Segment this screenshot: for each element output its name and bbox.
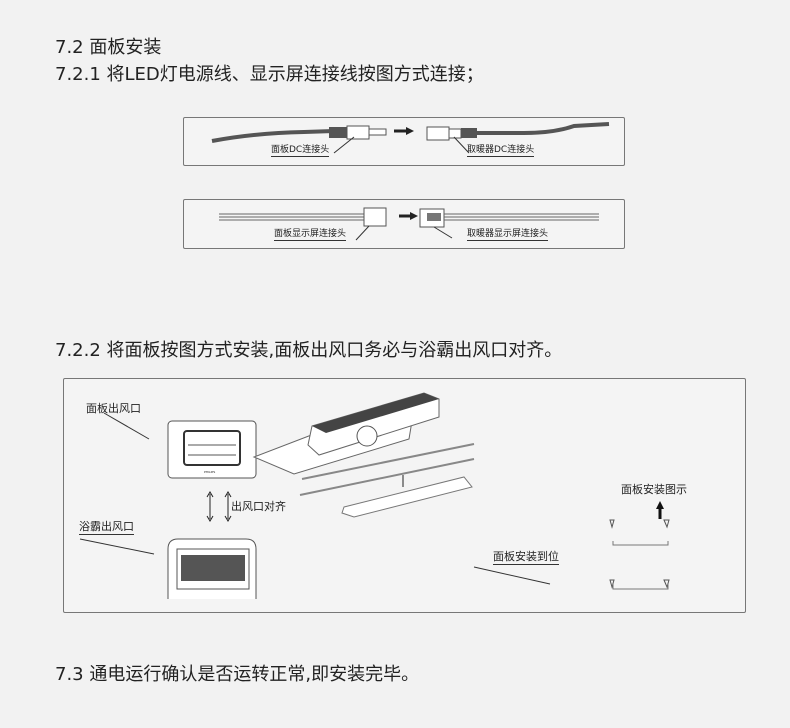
- section-heading-7-2-2: 7.2.2 将面板按图方式安装,面板出风口务必与浴霸出风口对齐。: [55, 340, 563, 361]
- section-heading-7-2: 7.2 面板安装: [55, 37, 162, 58]
- section-heading-7-3: 7.3 通电运行确认是否运转正常,即安装完毕。: [55, 664, 420, 685]
- section-heading-7-2-1: 7.2.1 将LED灯电源线、显示屏连接线按图方式连接；: [55, 64, 484, 85]
- panel-installed-label: 面板安装到位: [493, 550, 559, 565]
- panel-dc-connector-label: 面板DC连接头: [271, 145, 330, 157]
- panel-install-figure: 面板出风口 出风口对齐 浴霸出风口 面板安装图示 面板安装到位 PHILIPS: [63, 378, 746, 613]
- display-connector-drawing: [219, 207, 599, 241]
- heater-outlet-label: 浴霸出风口: [79, 520, 134, 535]
- dc-connector-figure: 面板DC连接头 取暖器DC连接头: [183, 117, 625, 166]
- panel-display-connector-label: 面板显示屏连接头: [274, 229, 347, 241]
- display-connector-figure: 面板显示屏连接头 取暖器显示屏连接头: [183, 199, 625, 249]
- heater-dc-connector-label: 取暖器DC连接头: [467, 145, 535, 157]
- panel-outlet-label: 面板出风口: [86, 402, 141, 415]
- dc-connector-drawing: [211, 122, 610, 154]
- heater-display-connector-label: 取暖器显示屏连接头: [467, 229, 549, 241]
- panel-install-diagram-label: 面板安装图示: [621, 483, 687, 496]
- outlet-align-label: 出风口对齐: [231, 500, 286, 513]
- panel-install-drawing: [79, 392, 670, 599]
- brand-logo: PHILIPS: [204, 470, 216, 474]
